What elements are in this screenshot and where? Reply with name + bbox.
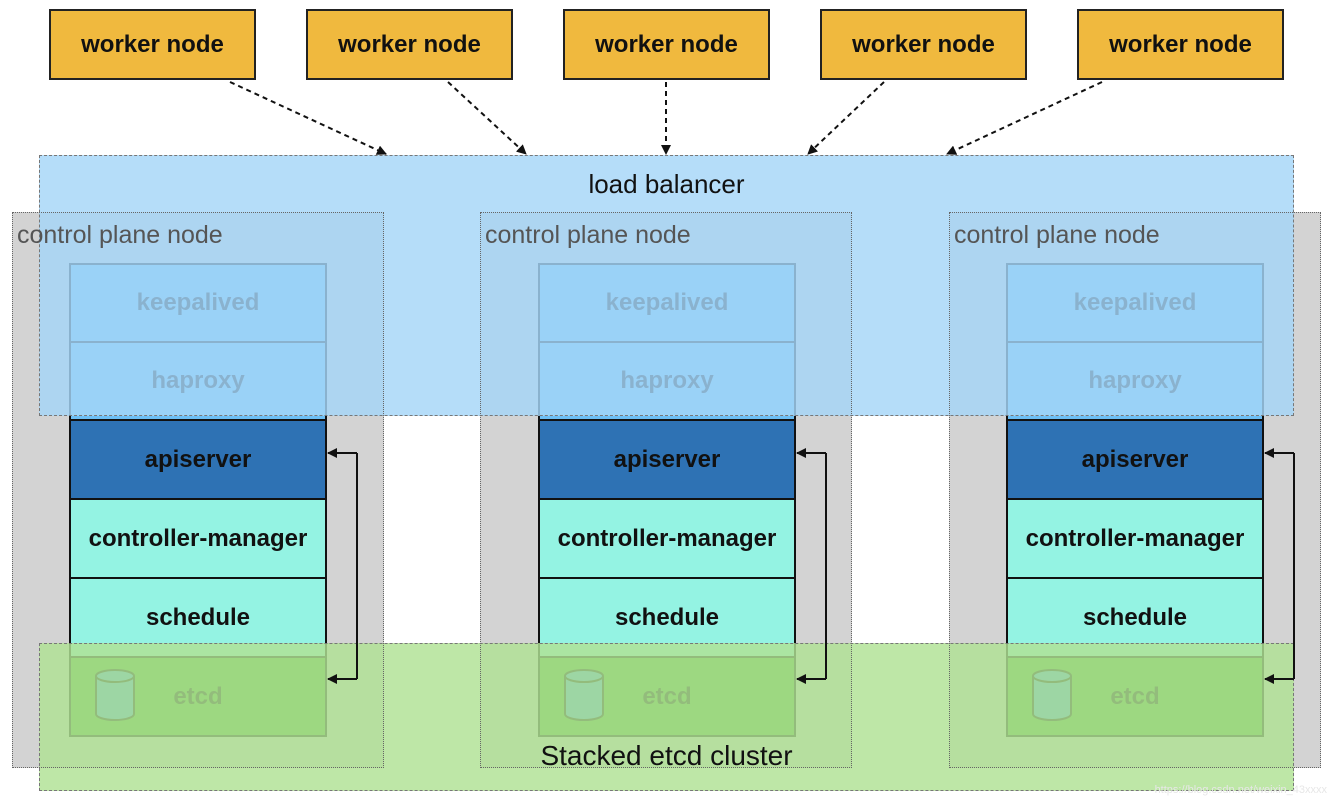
apiserver-box: apiserver	[1006, 419, 1264, 500]
worker-node-1: worker node	[49, 9, 256, 80]
worker-node-label: worker node	[852, 30, 995, 58]
etcd-cluster-region	[39, 643, 1294, 791]
apiserver-label: apiserver	[1081, 445, 1189, 473]
worker-node-4: worker node	[820, 9, 1027, 80]
controller-manager-box: controller-manager	[1006, 498, 1264, 579]
control-plane-node-label-1: control plane node	[17, 221, 223, 249]
worker-node-3: worker node	[563, 9, 770, 80]
apiserver-label: apiserver	[144, 445, 252, 473]
load-balancer-label: load balancer	[588, 169, 745, 199]
controller-manager-box: controller-manager	[538, 498, 796, 579]
worker-to-lb-arrows	[229, 81, 1103, 155]
apiserver-box: apiserver	[538, 419, 796, 500]
worker-node-2: worker node	[306, 9, 513, 80]
apiserver-box: apiserver	[69, 419, 327, 500]
watermark: https://blog.csdn.net/weixin_43xxxx	[1154, 784, 1327, 796]
controller-manager-label: controller-manager	[1025, 524, 1245, 552]
worker-arrow-1	[229, 81, 387, 155]
load-balancer-region	[39, 155, 1294, 416]
etcd-cluster-label: Stacked etcd cluster	[540, 740, 793, 771]
worker-arrow-4	[807, 81, 885, 155]
worker-node-label: worker node	[81, 30, 224, 58]
control-plane-node-1-border	[12, 212, 384, 768]
worker-arrow-2	[447, 81, 527, 155]
schedule-label: schedule	[614, 603, 720, 631]
control-plane-node-label-2: control plane node	[485, 221, 691, 249]
worker-node-label: worker node	[595, 30, 738, 58]
worker-node-5: worker node	[1077, 9, 1284, 80]
worker-node-label: worker node	[338, 30, 481, 58]
schedule-label: schedule	[1082, 603, 1188, 631]
control-plane-node-3-border	[949, 212, 1321, 768]
control-plane-node-label-3: control plane node	[954, 221, 1160, 249]
apiserver-label: apiserver	[613, 445, 721, 473]
worker-node-label: worker node	[1109, 30, 1252, 58]
controller-manager-label: controller-manager	[88, 524, 308, 552]
control-plane-node-2-border	[480, 212, 852, 768]
schedule-label: schedule	[145, 603, 251, 631]
controller-manager-label: controller-manager	[557, 524, 777, 552]
worker-arrow-5	[946, 81, 1103, 155]
